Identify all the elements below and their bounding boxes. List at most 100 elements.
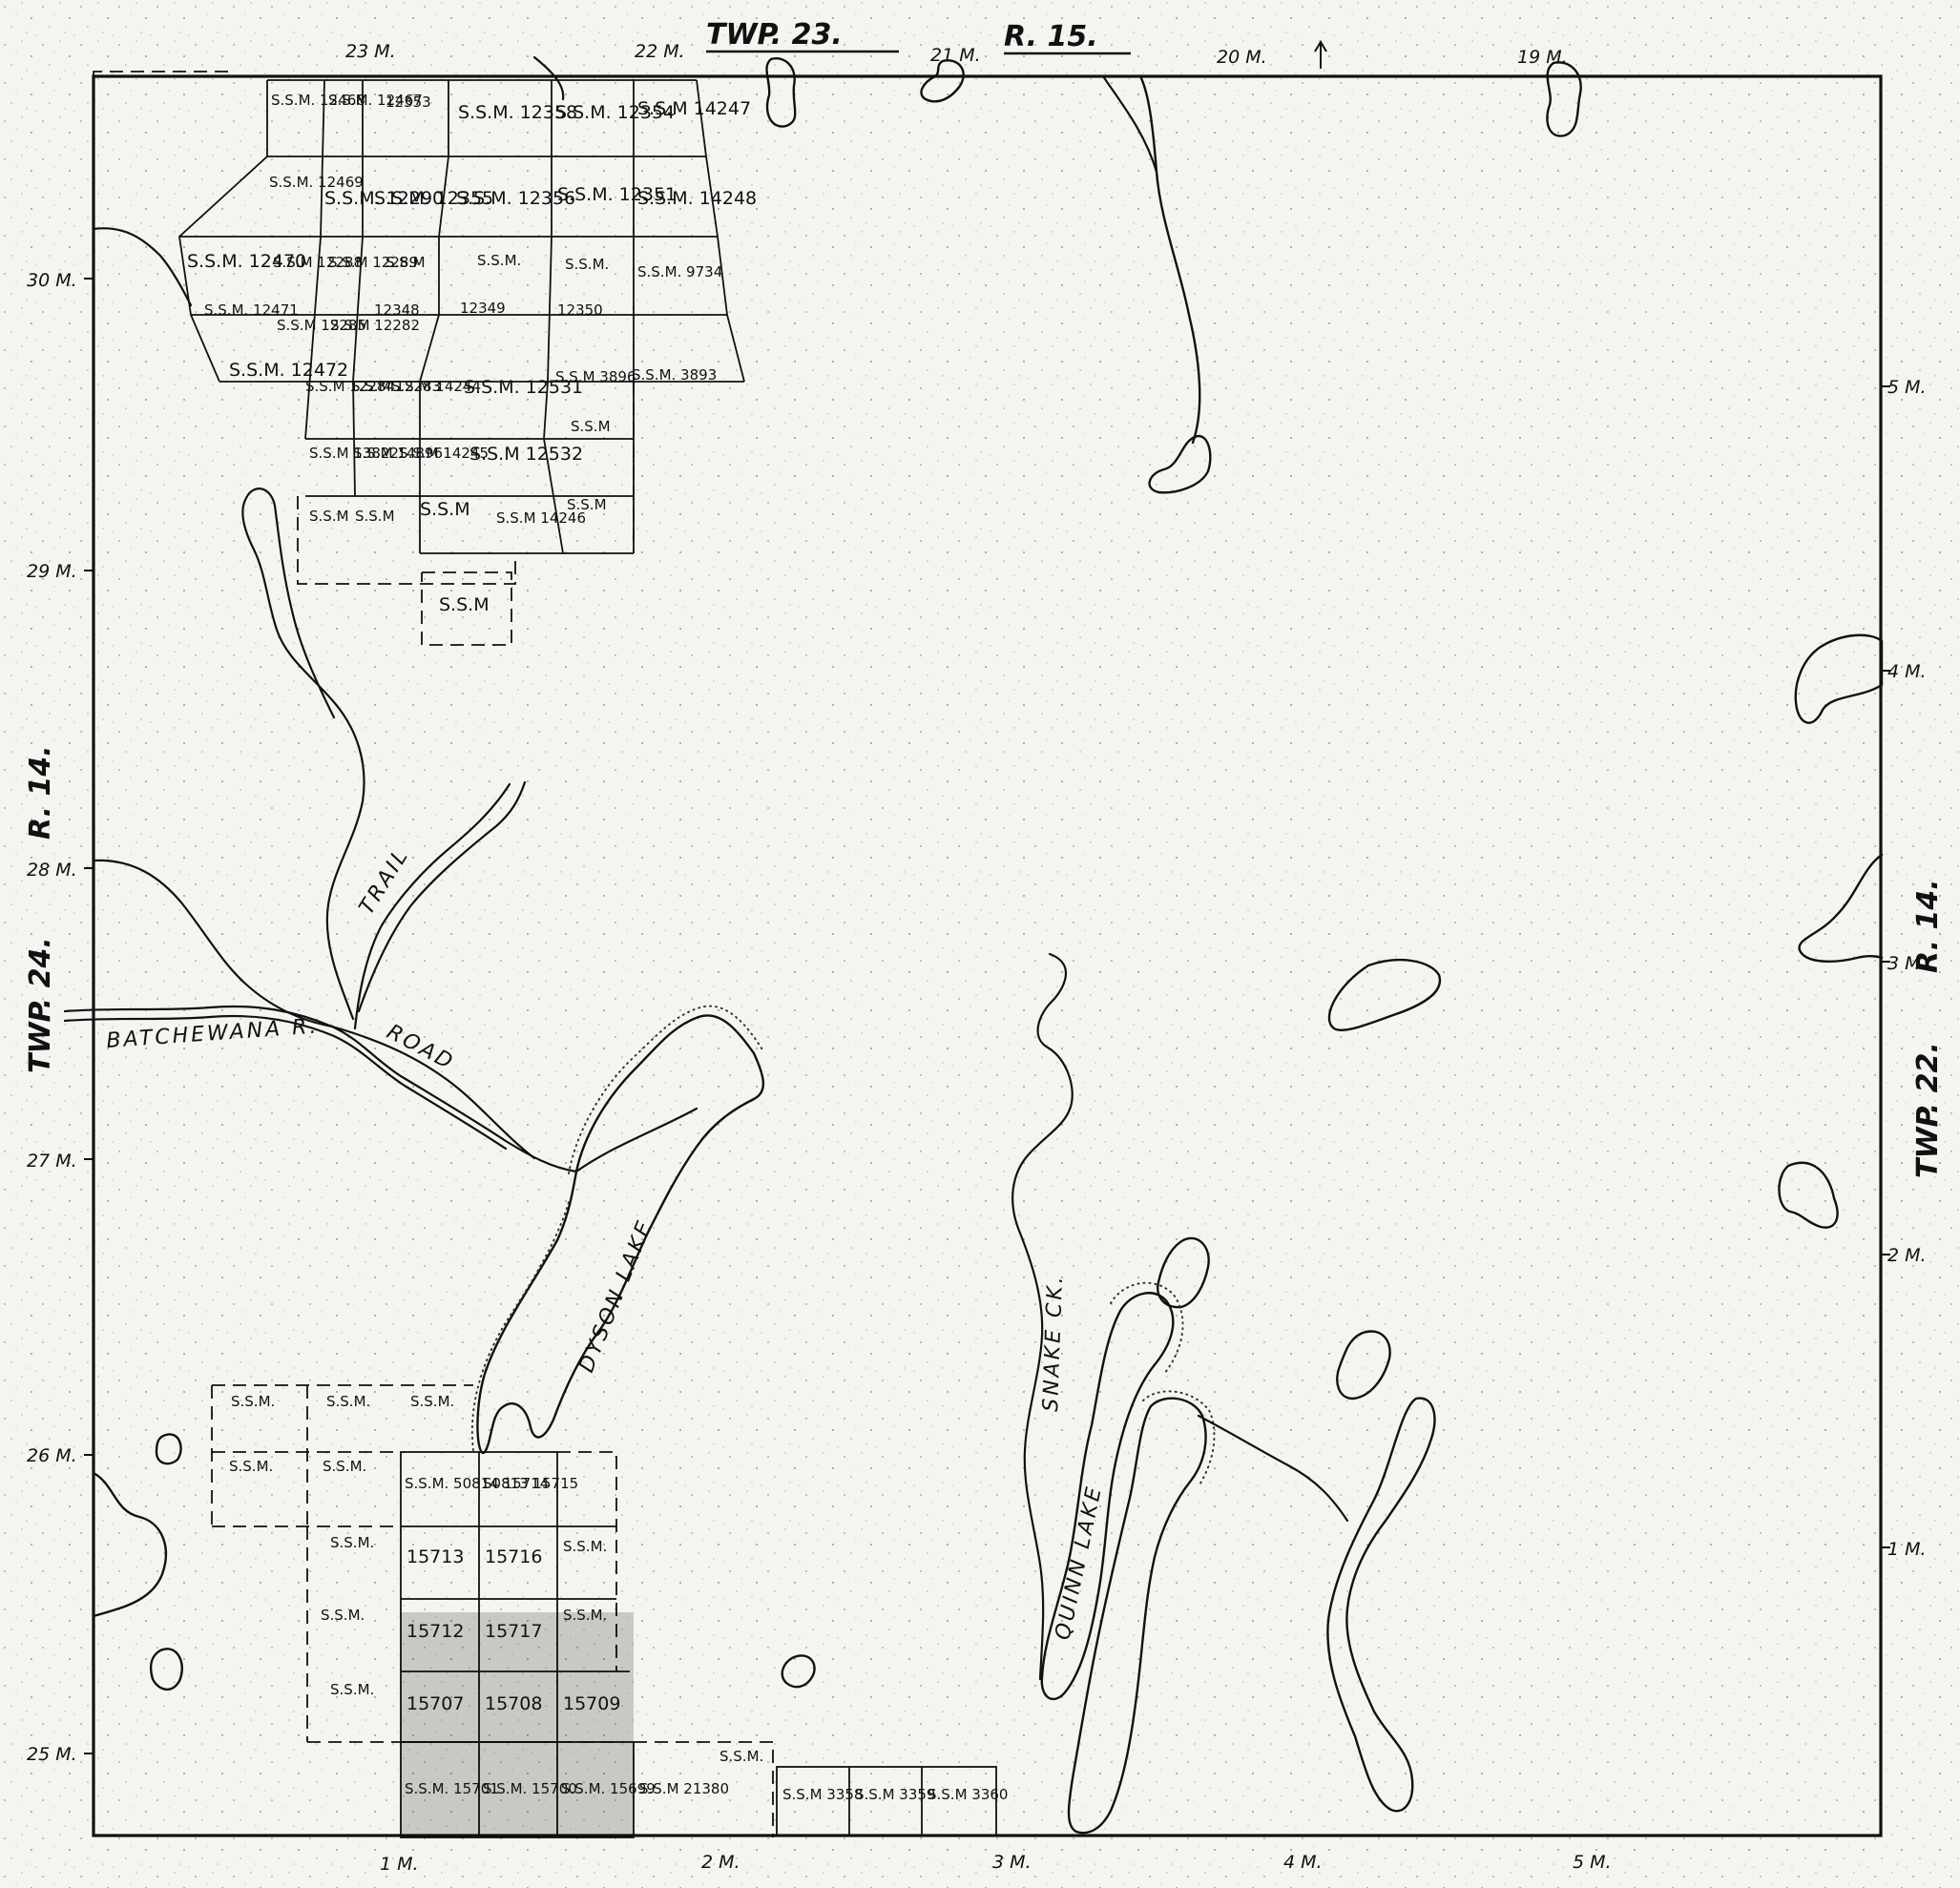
claim-label: S.S.M. 12472 — [229, 360, 348, 381]
claim-label: S.S.M 14245 — [399, 445, 489, 462]
claim-label: S.S.M 12288 — [273, 254, 363, 271]
rivers — [63, 55, 1349, 1681]
right-mile-marks: 5 M. 4 M. 3 M. 2 M. 1 M. — [1887, 377, 1927, 1560]
claim-label: S.S.M. — [326, 1393, 370, 1410]
mile-mark: 4 M. — [1887, 661, 1927, 682]
patented-shading — [401, 1612, 634, 1836]
claim-label: S.S.M. — [330, 1681, 374, 1698]
left-township-labels: TWP. 24. R. 14. — [24, 745, 57, 1073]
mile-mark: 1 M. — [380, 1854, 419, 1875]
claim-label: S0813 15715 — [483, 1475, 578, 1492]
trail — [353, 782, 511, 1030]
dyson-lake — [476, 1014, 764, 1454]
lake-north-2 — [920, 59, 965, 103]
claim-label: 12353 — [386, 93, 431, 111]
lake-southeast-2 — [1326, 1397, 1436, 1813]
claim-label: S.S.M. — [321, 1607, 365, 1624]
lake-east-3 — [1778, 1161, 1839, 1229]
claim-label: S.S.M. — [330, 1534, 374, 1551]
lake-north-1 — [765, 57, 797, 128]
snake-creek-label: SNAKE CK. — [1039, 1274, 1068, 1412]
claim-label: S.S.M 14247 — [637, 98, 751, 119]
north-arrow-icon — [1314, 40, 1327, 69]
south-claims-grid — [211, 1384, 997, 1838]
claim-label: S.S.M. — [410, 1393, 454, 1410]
left-mile-marks: 30 M. 29 M. 28 M. 27 M. 26 M. 25 M. — [27, 270, 77, 1765]
western-creek — [92, 859, 334, 1028]
claim-label: S.S.M — [567, 496, 607, 513]
lake-east-2 — [1327, 959, 1442, 1032]
right-township-labels: TWP. 22. R. 14. — [1911, 879, 1945, 1178]
claim-label: 15707 — [407, 1693, 464, 1714]
claim-label: S.S.M. — [565, 256, 609, 273]
top-township-label: TWP. 23. — [706, 18, 843, 52]
claim-label: S.S.M — [309, 508, 349, 525]
claim-label: S.S.M. 15701 — [405, 1780, 499, 1797]
mile-mark: 25 M. — [27, 1744, 77, 1765]
claim-label: S.S.M. 15699 — [561, 1780, 656, 1797]
claim-label: S.S.M. — [563, 1607, 607, 1624]
north-claims-grid — [178, 79, 745, 646]
lake-sw-corner — [92, 1471, 167, 1618]
lake-east-1 — [1148, 434, 1212, 494]
claim-label: S.S.M 12532 — [469, 444, 583, 465]
bottom-mile-marks: 1 M. 2 M. 3 M. 4 M. 5 M. — [380, 1852, 1612, 1875]
claim-label: S.S.M. 50814 15714 — [405, 1475, 549, 1492]
boundary-ticks — [84, 278, 1890, 1754]
lake-north-3 — [1546, 61, 1582, 137]
river-north-branch — [241, 488, 365, 1021]
claim-label: S.S.M. 12354 — [555, 102, 675, 123]
north-claim-labels: S.S.M. 12468 S.S.M. 12467 12353 S.S.M. 1… — [187, 92, 757, 615]
claim-label: 15712 — [407, 1621, 464, 1642]
southern-long-lake-dots — [1142, 1390, 1216, 1487]
claim-label: S.S.M 12285 — [277, 317, 366, 334]
road — [330, 1025, 536, 1160]
mile-mark: 2 M. — [1887, 1245, 1927, 1266]
claim-label: S.S.M. 9734 — [637, 263, 722, 280]
claim-label: S.S.M 13822 — [309, 445, 399, 462]
claim-label: S.S.M. — [719, 1748, 763, 1765]
claim-label: S.S.M. 12356 — [456, 188, 575, 209]
mile-mark: 4 M. — [1283, 1852, 1323, 1873]
mile-mark: 5 M. — [1573, 1852, 1612, 1873]
claim-label: S.S.M 12283 — [351, 378, 441, 395]
snake-creek — [1011, 952, 1074, 1681]
claim-label: S.S.M. 12531 — [464, 377, 583, 398]
mile-mark: 28 M. — [27, 860, 77, 881]
claim-label: S.S.M. 12467 — [328, 92, 423, 109]
claim-label: 15713 — [407, 1546, 464, 1567]
batchewana-river — [63, 1005, 578, 1173]
lakes — [92, 57, 1884, 1813]
right-township-label: TWP. 22. — [1911, 1042, 1945, 1178]
claim-label: S.S.M 3360 — [928, 1786, 1008, 1803]
mile-mark: 19 M. — [1517, 47, 1568, 68]
dyson-lake-shore-dots — [568, 1005, 764, 1174]
claim-label: 12349 — [460, 300, 506, 317]
east-creek — [1197, 1414, 1349, 1523]
claim-label: 15716 — [485, 1546, 542, 1567]
claim-label: S.S.M 14896 — [353, 445, 443, 462]
claim-label: S.S.M. — [477, 252, 521, 269]
right-range-label: R. 14. — [1911, 879, 1945, 973]
dyson-inlet — [574, 1107, 699, 1173]
claim-label: S.S.M. 12358 — [458, 102, 577, 123]
west-creek-north — [92, 227, 193, 307]
mile-mark: 23 M. — [345, 41, 396, 62]
claim-label: 12350 — [557, 301, 603, 319]
claim-label: S.S.M — [571, 418, 611, 435]
mile-mark: 3 M. — [992, 1852, 1032, 1873]
claim-label: S.S.M. 12468 — [271, 92, 365, 109]
lake-small-west-2 — [149, 1648, 183, 1691]
quinn-lake — [1040, 1292, 1175, 1701]
claim-label: S.S.M 21380 — [639, 1780, 729, 1797]
mile-mark: 29 M. — [27, 561, 77, 582]
claim-label: S.S.M — [386, 254, 426, 271]
claim-label: S.S.M 14246 — [496, 509, 586, 527]
northeast-creek — [1101, 74, 1158, 174]
mile-mark: 5 M. — [1887, 377, 1927, 398]
claim-label: S.S.M 3358 — [782, 1786, 863, 1803]
claim-label: S.S.M — [355, 508, 395, 525]
boundary-corner-mark — [93, 71, 229, 76]
